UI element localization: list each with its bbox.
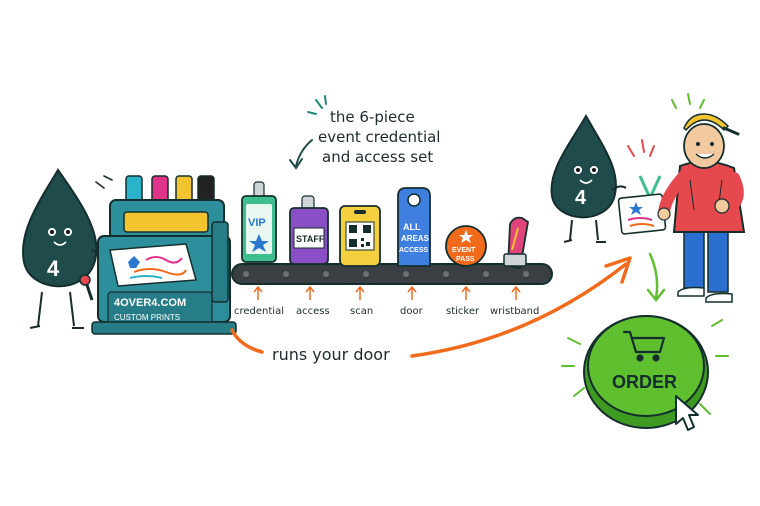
caption-line-3: and access set [322,148,433,166]
item-door-tag-2: AREAS [401,234,430,243]
caption-arrow-icon [295,139,313,167]
printed-sheet [109,243,197,287]
star-icon [459,230,473,243]
mascot-digit: 4 [47,256,60,281]
thumbs-up-icon [714,198,730,214]
cursor-icon [675,395,699,431]
item-door-tag-3: ACCESS [399,247,429,254]
label-access: access [296,306,330,317]
down-arrow-icon [646,252,666,303]
mascot-digit-right: 4 [575,187,587,209]
printer: 4OVER4.COM CUSTOM PRINTS [79,175,237,335]
star-icon [249,234,269,252]
sparkle-order-icon [561,319,729,415]
item-wristband [503,216,529,270]
person [657,113,746,303]
star-icon [629,202,643,215]
item-sticker-tag-1: EVENT [452,247,476,254]
printer-subtitle: CUSTOM PRINTS [114,313,180,322]
sparkle-green-icon [671,93,705,109]
star-icon [128,256,140,268]
item-credential: VIP [241,181,277,263]
left-mascot: 4 [22,168,113,329]
conveyor-belt [231,263,553,285]
item-sticker: EVENT PASS [445,225,487,267]
label-credential: credential [234,306,284,317]
caption: the 6-piece event credential and access … [289,95,440,170]
item-access: STAFF [289,195,329,265]
item-credential-tag: VIP [248,217,266,229]
order-button-label[interactable]: ORDER [612,372,677,392]
sparkle-icon [627,139,655,157]
label-wristband: wristband [490,306,539,317]
label-scan: scan [350,306,373,317]
caption-line-1: the 6-piece [330,108,415,126]
printer-brand: 4OVER4.COM [114,297,186,309]
label-door: door [400,306,424,317]
item-access-tag: STAFF [296,234,325,244]
right-mascot: 4 [550,113,627,243]
held-badge [617,175,667,235]
printer-lever-icon [79,274,91,286]
sparkle-icon [307,95,327,115]
item-door-tag-1: ALL [403,222,421,232]
caption-line-2: event credential [318,128,440,146]
flow-caption: runs your door [272,345,390,364]
item-labels [253,285,521,300]
flow-arrow [230,256,632,358]
motion-lines-icon [95,175,113,189]
cart-icon [622,330,666,362]
cap-icon [683,113,730,132]
qr-code-icon [345,221,375,251]
label-sticker: sticker [446,306,480,317]
item-scan [339,205,381,267]
item-door: ALL AREAS ACCESS [397,187,431,267]
item-sticker-tag-2: PASS [456,256,475,263]
